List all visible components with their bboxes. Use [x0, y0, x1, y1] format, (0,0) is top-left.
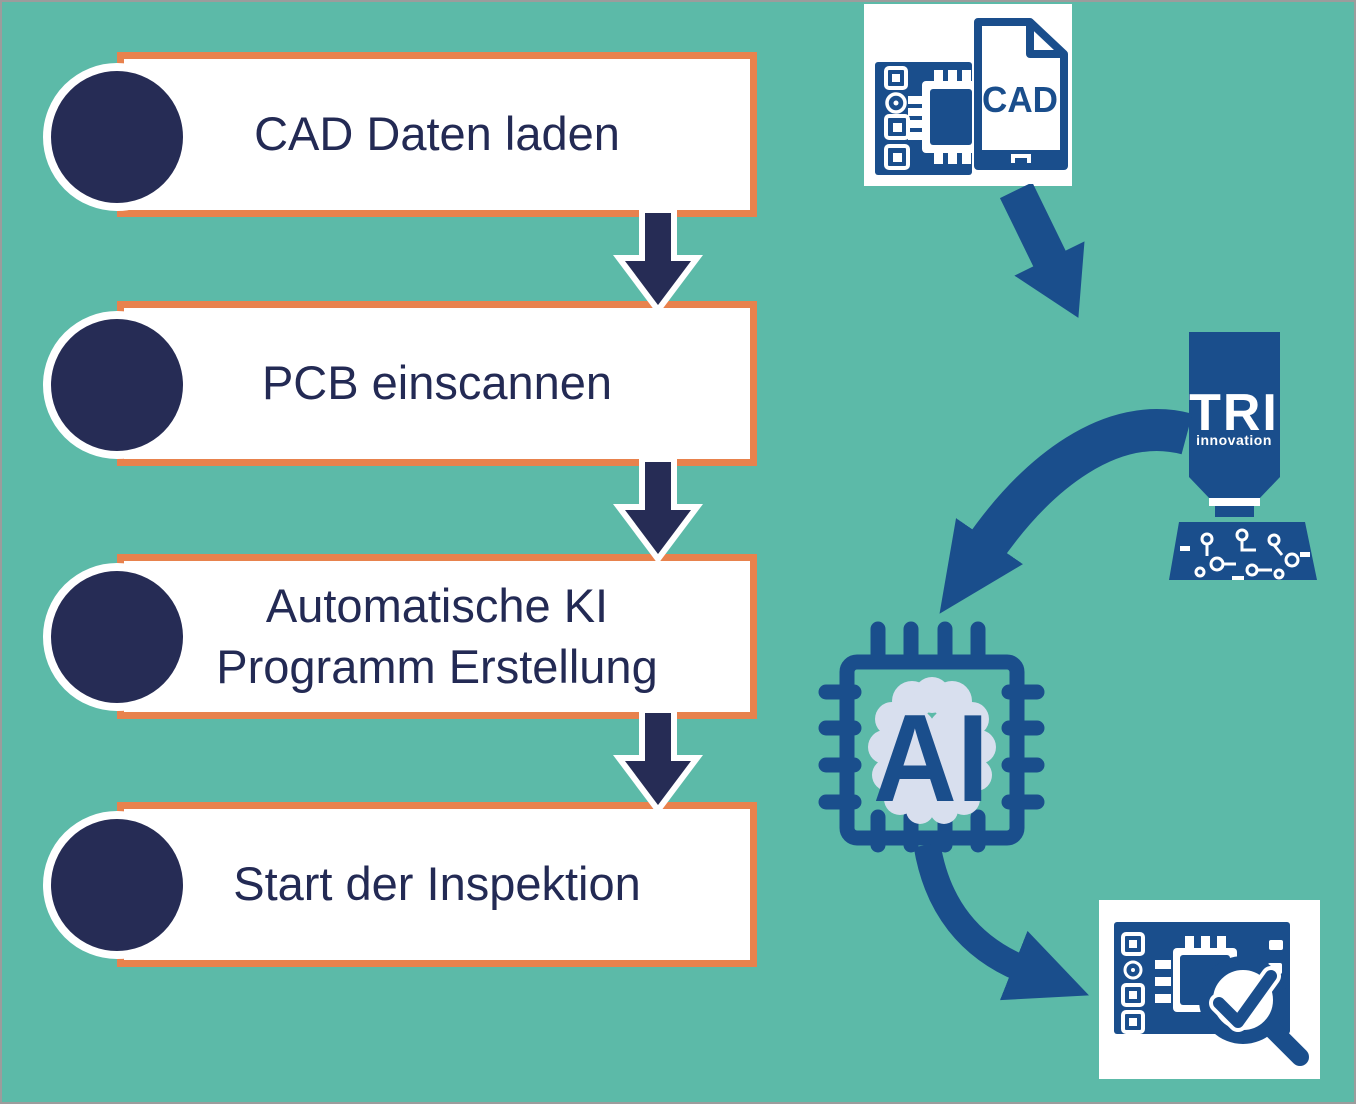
arrow-cad-to-scanner-icon — [999, 184, 1085, 318]
tri-scanner-icon: TRI innovation — [1169, 332, 1317, 580]
cad-file-icon: CAD — [864, 4, 1072, 186]
magnifier-check-icon — [1199, 956, 1309, 1066]
cad-document: CAD — [974, 18, 1068, 170]
pcb-board-icon — [1169, 522, 1317, 580]
step-box-3: Automatische KI Programm Erstellung — [117, 554, 757, 719]
tri-tagline: innovation — [1196, 432, 1272, 448]
ai-chip-icon: AI — [818, 621, 1045, 853]
step-label-1: CAD Daten laden — [254, 107, 620, 161]
down-arrow-icon — [613, 208, 703, 314]
ai-label: AI — [873, 690, 989, 828]
step-bullet-3 — [43, 563, 191, 711]
step-label-3: Automatische KI Programm Erstellung — [216, 579, 658, 693]
step-box-1: CAD Daten laden — [117, 52, 757, 217]
down-arrow-icon — [613, 708, 703, 814]
cad-file-graphic: CAD — [875, 18, 1068, 175]
arrow-ai-to-inspection-icon — [913, 842, 1089, 1001]
tri-logo: TRI — [1189, 384, 1279, 442]
arrow-scanner-to-ai-icon — [939, 409, 1193, 614]
step-bullet-4 — [43, 811, 191, 959]
brain-icon — [868, 677, 996, 824]
step-label-4: Start der Inspektion — [233, 857, 641, 911]
step-label-2: PCB einscannen — [261, 356, 613, 410]
pcb-inspection-icon — [1099, 900, 1320, 1079]
step-box-4: Start der Inspektion — [117, 802, 757, 967]
pcb-inspection-graphic — [1114, 922, 1309, 1066]
step-box-2: PCB einscannen — [117, 301, 757, 466]
step-bullet-1 — [43, 63, 191, 211]
chip — [908, 70, 980, 164]
cad-file-label: CAD — [982, 79, 1058, 120]
step-bullet-2 — [43, 311, 191, 459]
scanner-head: TRI innovation — [1189, 332, 1280, 517]
down-arrow-icon — [613, 457, 703, 563]
chip-body — [839, 654, 1025, 846]
